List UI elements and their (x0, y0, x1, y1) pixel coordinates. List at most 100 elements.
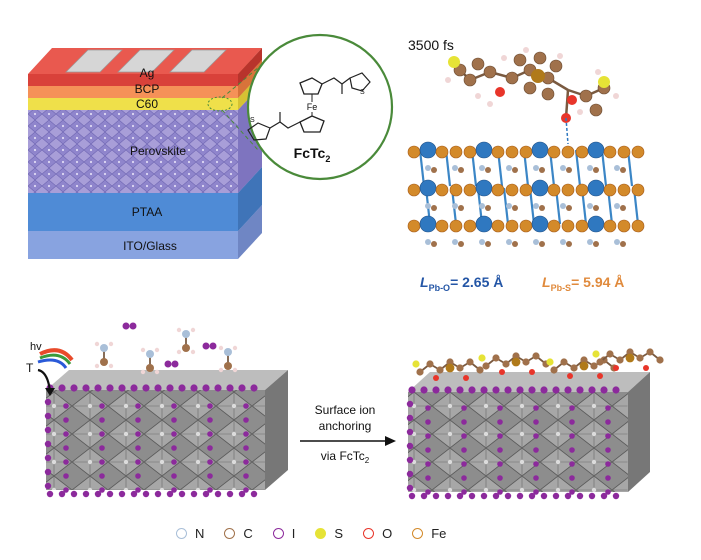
iodine-atom (166, 490, 174, 498)
carbon-atom (570, 364, 578, 372)
iodine-atom (207, 417, 213, 423)
iodine-lattice-atom (631, 219, 645, 233)
cation-atom (533, 165, 539, 171)
cation-atom (425, 165, 431, 171)
hydrogen-atom (487, 101, 493, 107)
oxygen-atom-icon (363, 527, 375, 539)
iodine-atom (99, 417, 105, 423)
molecule-name: FcTc2 (294, 145, 331, 164)
hydrogen-atom (94, 363, 100, 369)
iodine-atom (569, 419, 575, 425)
iodine-atom (406, 484, 414, 492)
hydrogen-atom (232, 367, 238, 373)
carbon-atom (492, 354, 500, 362)
iodine-atom (164, 360, 172, 368)
hydrogen-atom (154, 369, 160, 375)
iodine-atom (63, 417, 69, 423)
sulfur-atom (598, 76, 610, 88)
iodine-lattice-atom (617, 145, 631, 159)
iodine-atom (243, 445, 249, 451)
iodine-atom (58, 490, 66, 498)
iodine-lattice-atom (603, 219, 617, 233)
carbon-atom (606, 350, 614, 358)
iodine-atom (202, 342, 210, 350)
iodine-atom (250, 384, 258, 392)
iodine-atom (432, 492, 440, 500)
thiophene-right-ring (349, 72, 371, 92)
cation-atom (620, 241, 626, 247)
iodine-atom (406, 414, 414, 422)
cation-atom (533, 203, 539, 209)
iodine-atom (99, 459, 105, 465)
layer-label-ag: Ag (140, 66, 155, 80)
iodine-atom (226, 384, 234, 392)
oxygen-atom (495, 87, 505, 97)
cation-atom (425, 203, 431, 209)
iodine-atom (461, 461, 467, 467)
iodine-lattice-atom (491, 145, 505, 159)
iodine-atom (154, 490, 162, 498)
device-stack: Ag BCP C60 Perovskite PTAA ITO/Glass (28, 48, 262, 259)
oxygen-atom (529, 369, 535, 375)
hydrogen-atom (501, 55, 507, 61)
light-rainbow-arrow (39, 348, 74, 362)
iodine-lattice-atom (449, 219, 463, 233)
iron-atom (579, 361, 589, 371)
iodine-atom (504, 386, 512, 394)
cyclopentadienyl-bottom-ring (299, 115, 325, 133)
iodine-atom (135, 445, 141, 451)
iodine-lattice-atom (631, 145, 645, 159)
iodine-atom (588, 492, 596, 500)
iodine-atom (82, 490, 90, 498)
iodine-atom (516, 386, 524, 394)
molecule-callout: Fe S S FcTc2 (246, 33, 394, 181)
cyclopentadienyl-top-ring (299, 77, 323, 95)
hydrogen-atom (475, 93, 481, 99)
legend-label: N (195, 525, 205, 541)
iodine-lattice-atom (463, 219, 477, 233)
iodine-lattice-atom (561, 145, 575, 159)
carbon-atom (416, 368, 424, 376)
iodine-atom (456, 492, 464, 500)
iodine-atom (564, 386, 572, 394)
sulfur-atom (478, 354, 486, 362)
iodine-atom (605, 433, 611, 439)
iodine-atom (135, 487, 141, 493)
pb-o-bond-length: LPb-O= 2.65 Å (420, 274, 503, 293)
oxygen-atom (643, 365, 649, 371)
iodine-atom (497, 405, 503, 411)
pb-s-bond-length: LPb-S= 5.94 Å (542, 274, 624, 293)
iodine-atom (406, 442, 414, 450)
iodine-atom (569, 461, 575, 467)
iodine-atom (63, 445, 69, 451)
iodine-atom (540, 492, 548, 500)
iodine-atom (135, 459, 141, 465)
iodine-atom (588, 386, 596, 394)
lead-atom (587, 215, 605, 233)
iodine-lattice-atom (547, 219, 561, 233)
iodine-atom (63, 459, 69, 465)
iodine-atom (171, 403, 177, 409)
iodine-lattice-atom (435, 219, 449, 233)
cation-atom (512, 167, 518, 173)
cation-atom (485, 241, 491, 247)
iodine-atom (552, 386, 560, 394)
carbon-atom (100, 358, 108, 366)
hydrogen-atom (232, 345, 238, 351)
iodine-atom (497, 489, 503, 495)
iodine-atom (528, 492, 536, 500)
iodine-atom (171, 360, 179, 368)
carbon-atom (512, 352, 520, 360)
iron-atom (531, 69, 545, 83)
iodine-lattice-atom (603, 183, 617, 197)
iodine-atom (533, 405, 539, 411)
iodine-atom (63, 487, 69, 493)
iodine-atom (605, 461, 611, 467)
iodine-atom (207, 431, 213, 437)
iodine-atom (135, 403, 141, 409)
iodine-atom (569, 433, 575, 439)
iodine-atom (154, 384, 162, 392)
iodine-atom (44, 398, 52, 406)
fe-atom-label: Fe (307, 102, 318, 112)
iodine-atom (612, 492, 620, 500)
